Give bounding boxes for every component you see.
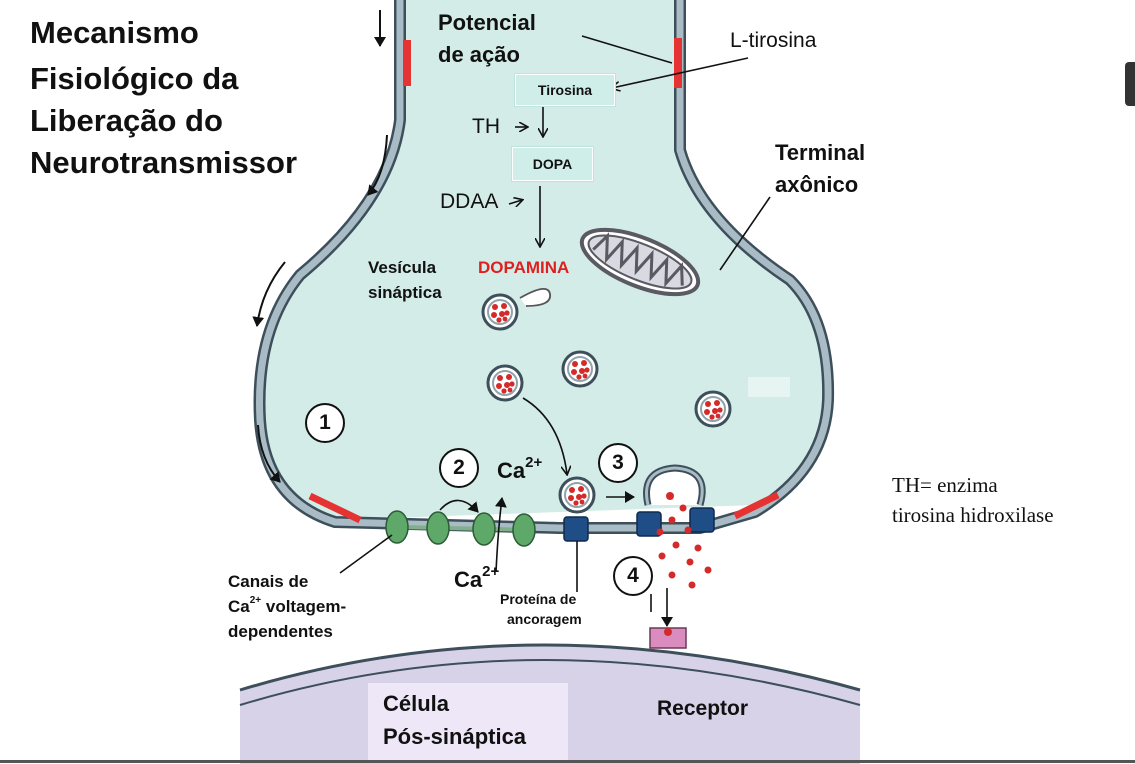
calcium-lower-charge: 2+: [482, 563, 500, 580]
postsynaptic-cell: [239, 643, 861, 764]
calcium-channel: [385, 510, 409, 544]
th-note-2: tirosina hidroxilase: [892, 503, 1054, 527]
channels-voltage-text: voltagem-: [261, 597, 347, 616]
title-line-1: Mecanismo: [30, 15, 199, 50]
axon-terminal: [253, 0, 835, 534]
action-potential-label-2: de ação: [438, 42, 520, 67]
l-tyrosine-label: L-tirosina: [730, 29, 817, 52]
anchor-proteins: [563, 507, 715, 542]
anchor-label-1: Proteína de: [500, 591, 577, 607]
vesicle-uptake-arrow: [519, 288, 551, 307]
channels-ca-charge: 2+: [249, 595, 262, 606]
calcium-lower-text: Ca: [454, 567, 483, 592]
channels-ca-text: Ca: [228, 597, 250, 616]
dopa-box: DOPA: [511, 146, 594, 182]
calcium-channel: [472, 512, 496, 546]
calcium-channel: [512, 513, 536, 547]
blank-patch: [748, 377, 790, 397]
dopamine-label: DOPAMINA: [478, 258, 570, 277]
title-line-4: Neurotransmissor: [30, 145, 298, 180]
mitochondrion: [579, 227, 701, 297]
ddaa-label: DDAA: [440, 190, 499, 213]
released-dopamine: [656, 492, 712, 644]
channels-label-3: dependentes: [228, 622, 333, 641]
tyrosine-box: Tirosina: [514, 73, 616, 107]
action-potential-arrows: [252, 10, 388, 483]
channels-label-1: Canais de: [228, 572, 309, 591]
docked-vesicle: [558, 476, 596, 514]
title-line-2: Fisiológico da: [30, 61, 239, 96]
terminal-label-2: axônico: [775, 172, 859, 197]
step-2-marker: 2: [439, 448, 479, 488]
calcium-channel: [426, 511, 450, 545]
action-potential-label-1: Potencial: [438, 10, 536, 35]
anchor-protein: [689, 507, 715, 533]
channels-label-2: Ca2+ voltagem-: [228, 595, 347, 617]
step-3-marker: 3: [598, 443, 638, 483]
calcium-upper-text: Ca: [497, 458, 526, 483]
depolarized-segment: [674, 38, 682, 88]
synaptic-vesicle: [561, 350, 599, 388]
depolarized-segment: [733, 491, 780, 520]
step-1-marker: 1: [305, 403, 345, 443]
th-label: TH: [472, 115, 500, 138]
vesicle-label-2: sináptica: [368, 283, 442, 302]
anchor-protein: [563, 516, 589, 542]
bottom-border: [0, 760, 1135, 763]
anchor-label-2: ancoragem: [507, 611, 582, 627]
calcium-channels: [385, 510, 536, 547]
depolarized-segment: [403, 40, 411, 86]
leader-lines: [339, 196, 771, 612]
synaptic-vesicle: [481, 293, 519, 331]
edge-tab: [1125, 62, 1135, 106]
terminal-label-1: Terminal: [775, 140, 866, 165]
depolarized-segment: [308, 492, 362, 524]
step-4-marker: 4: [613, 556, 653, 596]
postsynaptic-label-2: Pós-sináptica: [383, 724, 527, 749]
synaptic-vesicle: [486, 364, 524, 402]
title-line-3: Liberação do: [30, 103, 223, 138]
receptor-label: Receptor: [657, 697, 749, 720]
postsynaptic-label-1: Célula: [383, 691, 450, 716]
synaptic-vesicle: [694, 390, 732, 428]
calcium-upper-charge: 2+: [525, 454, 543, 471]
anchor-protein: [636, 511, 662, 537]
vesicle-label-1: Vesícula: [368, 258, 437, 277]
calcium-lower-label: Ca2+: [454, 563, 499, 593]
calcium-upper-label: Ca2+: [497, 454, 542, 484]
pathway-arrows: [439, 35, 749, 627]
th-note-1: TH= enzima: [892, 473, 998, 497]
